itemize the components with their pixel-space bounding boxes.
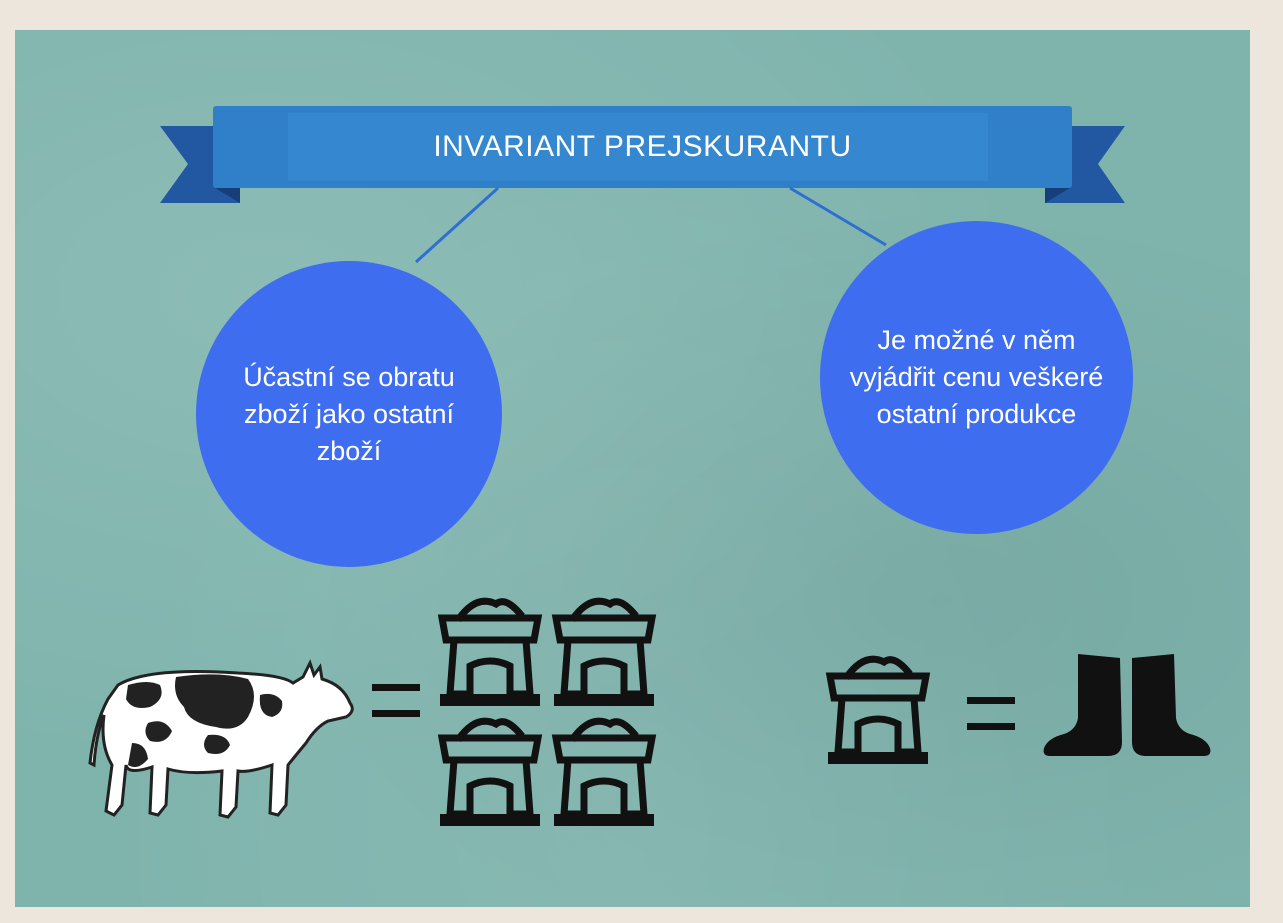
- connector-line-right: [789, 186, 887, 247]
- bubble-text-right: Je možné v něm vyjádřit cenu veškeré ost…: [849, 325, 1104, 429]
- banner-title: INVARIANT PREJSKURANTU: [433, 130, 852, 163]
- grain-sacks-group: [432, 586, 664, 832]
- bubble-medium-of-exchange: Účastní se obratu zboží jako ostatní zbo…: [196, 261, 502, 567]
- cow-icon: [88, 659, 354, 819]
- bubble-price-measure: Je možné v něm vyjádřit cenu veškeré ost…: [820, 221, 1133, 534]
- equals-sign-icon: [372, 684, 420, 717]
- bubble-text-left: Účastní se obratu zboží jako ostatní zbo…: [243, 361, 455, 466]
- equals-sign-icon: [967, 697, 1015, 730]
- boots-icon: [1043, 654, 1211, 756]
- grain-sack-icon: [825, 655, 931, 764]
- connector-line-left: [414, 186, 500, 264]
